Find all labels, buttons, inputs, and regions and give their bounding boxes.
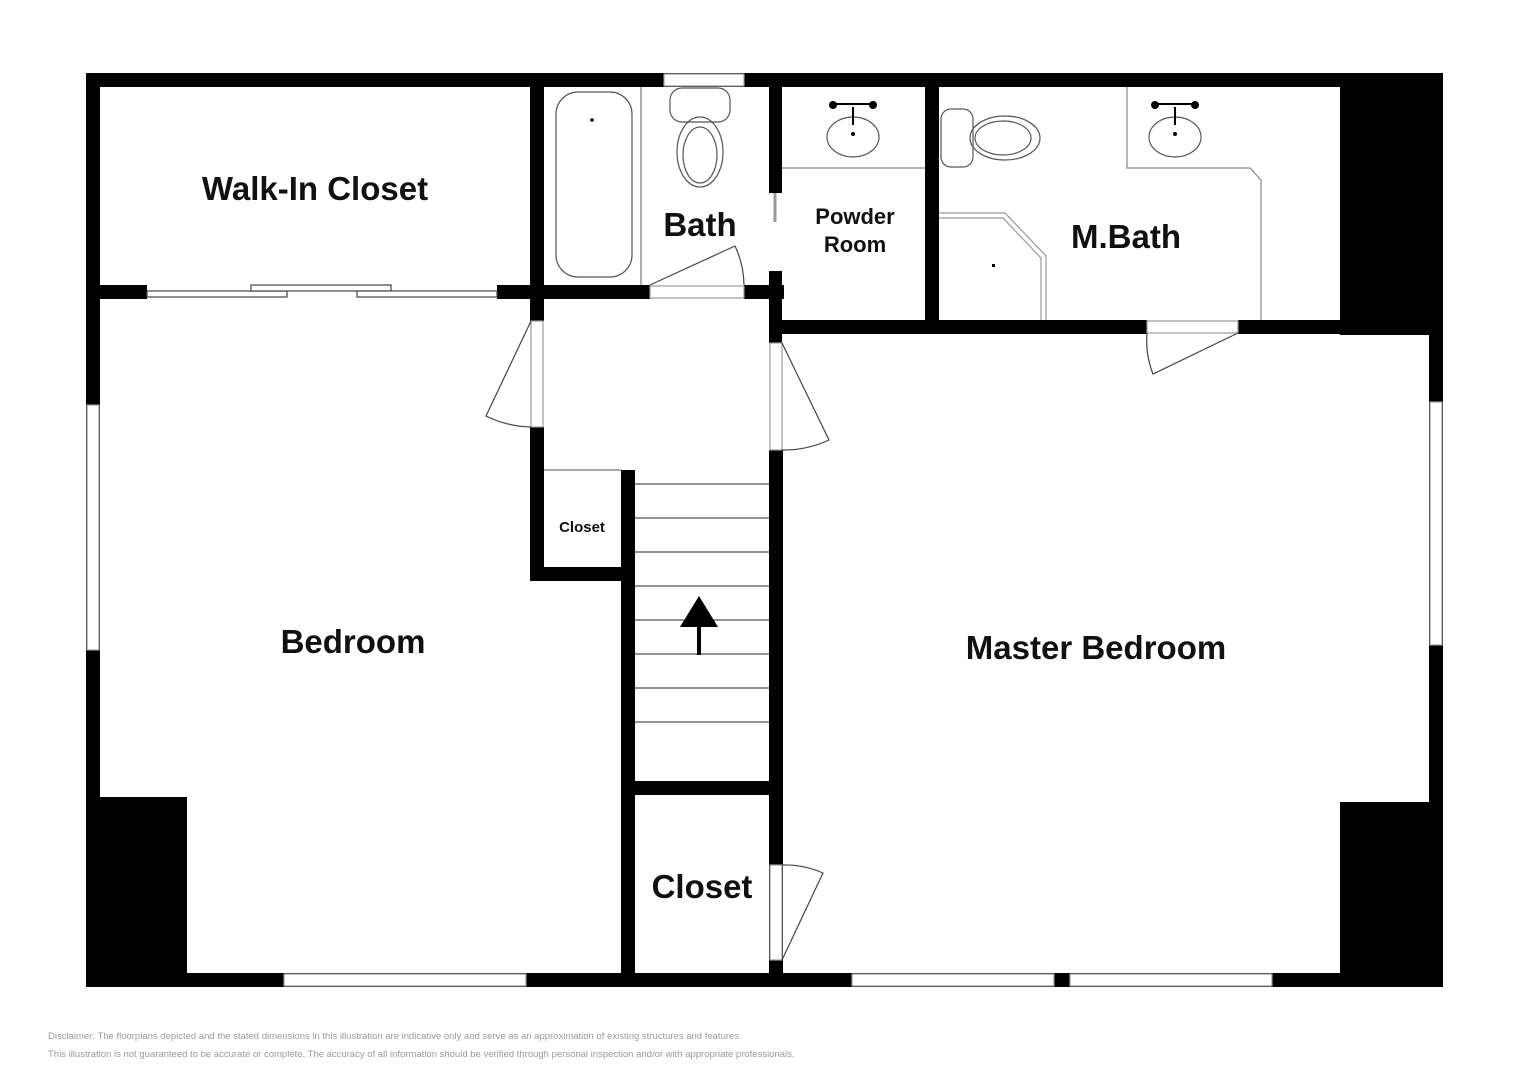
arrow-up-icon [680, 596, 718, 655]
label-bedroom: Bedroom [281, 623, 426, 660]
doors [146, 193, 1239, 961]
sliding-door-2 [250, 284, 392, 292]
label-closet: Closet [652, 868, 753, 905]
window-bottom-master-2 [1069, 973, 1273, 987]
disclaimer-line-2: This illustration is not guaranteed to b… [48, 1049, 795, 1060]
shower-icon [939, 212, 1047, 320]
interior-walls [86, 73, 1443, 987]
master-door-swing [781, 342, 830, 451]
window-right [1429, 401, 1443, 646]
toilet-icon [940, 108, 1041, 168]
window-left [86, 404, 100, 651]
fixtures [555, 87, 1262, 320]
sliding-door-1 [146, 290, 288, 298]
closet-door-swing [781, 864, 824, 961]
bathtub-icon [555, 91, 633, 278]
disclaimer-line-1: Disclaimer: The floorplans depicted and … [48, 1031, 742, 1042]
label-powder-room-line1: Powder [815, 204, 895, 229]
label-master-bath: M.Bath [1071, 218, 1181, 255]
sliding-door-3 [356, 290, 498, 298]
window-bottom-bedroom [283, 973, 527, 987]
label-master-bedroom: Master Bedroom [966, 629, 1226, 666]
room-labels: Walk-In Closet Bath Powder Room M.Bath B… [202, 170, 1226, 905]
window-bottom-master-1 [851, 973, 1055, 987]
label-bath: Bath [663, 206, 736, 243]
sink-icon [1148, 101, 1202, 158]
label-small-closet: Closet [559, 519, 605, 536]
exterior-walls [86, 73, 1443, 987]
label-walk-in-closet: Walk-In Closet [202, 170, 428, 207]
window-top-bath [663, 73, 745, 87]
toilet-icon [669, 87, 731, 188]
windows [86, 73, 1443, 987]
mbath-door-swing [1146, 332, 1239, 375]
bedroom-door-swing [485, 320, 532, 428]
sink-icon [826, 101, 880, 158]
label-powder-room-line2: Room [824, 232, 886, 257]
bath-door-swing [649, 245, 745, 286]
